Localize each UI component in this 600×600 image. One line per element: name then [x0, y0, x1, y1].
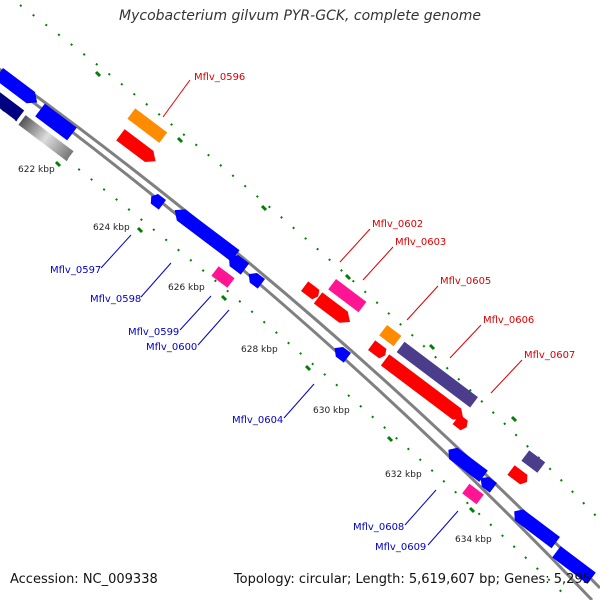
callout-line-0596: [162, 79, 191, 118]
callout-line-0597: [100, 234, 132, 269]
cds-slate-0607[interactable]: [521, 450, 546, 473]
cds-blue-bottom-b[interactable]: [552, 546, 596, 584]
tick-label: 628 kbp: [241, 345, 278, 355]
callout-line-0604: [283, 383, 315, 419]
gene-label-minus[interactable]: Mflv_0597: [50, 265, 101, 276]
callout-line-0609: [427, 510, 459, 546]
callout-line-0605: [406, 285, 439, 321]
tick-label: 632 kbp: [385, 470, 422, 480]
tick-labels: 622 kbp 624 kbp 626 kbp 628 kbp 630 kbp …: [18, 165, 492, 545]
major-tick: [468, 506, 476, 514]
cds-blue-0597[interactable]: [148, 192, 166, 210]
plus-strand-features: [116, 108, 546, 487]
gene-label-minus[interactable]: Mflv_0609: [375, 542, 426, 553]
cds-red-0607-b[interactable]: [507, 465, 530, 487]
cds-blue-0608-b[interactable]: [477, 473, 497, 493]
callout-line-0602: [339, 228, 371, 263]
cds-red-0606[interactable]: [380, 354, 468, 424]
callout-line-0599: [179, 295, 212, 331]
callout-line-0608: [404, 489, 437, 526]
cds-blue-0598[interactable]: [170, 205, 240, 262]
cds-orange-0596[interactable]: [127, 108, 168, 143]
cds-blue-0604[interactable]: [331, 343, 351, 363]
major-tick: [344, 273, 352, 281]
callout-line-0606: [449, 324, 482, 359]
cds-navy-top[interactable]: [0, 86, 25, 121]
callout-line-0598: [140, 262, 172, 298]
accession-text: Accession: NC_009338: [10, 572, 158, 587]
tick-tracks-major: [54, 70, 518, 514]
gene-label-minus[interactable]: Mflv_0604: [232, 415, 283, 426]
tick-label: 622 kbp: [18, 165, 55, 175]
major-tick: [136, 226, 144, 234]
major-tick: [176, 136, 184, 144]
gene-label-plus[interactable]: Mflv_0603: [395, 237, 446, 248]
gene-label-minus[interactable]: Mflv_0608: [353, 522, 404, 533]
tick-track-inner: [0, 106, 571, 600]
major-tick: [94, 70, 102, 78]
callout-line-0607: [490, 359, 523, 394]
gene-labels: Mflv_0596 Mflv_0602 Mflv_0603 Mflv_0605 …: [50, 72, 575, 553]
callout-line-0603: [362, 246, 394, 281]
cds-blue-top-b[interactable]: [35, 103, 77, 141]
backbone-outer: [0, 67, 600, 590]
cds-red-0596[interactable]: [116, 129, 160, 167]
tick-label: 634 kbp: [455, 535, 492, 545]
major-tick: [220, 294, 228, 302]
cds-blue-0608[interactable]: [444, 444, 488, 482]
cds-red-0605-a[interactable]: [368, 340, 389, 360]
gene-label-minus[interactable]: Mflv_0599: [128, 327, 179, 338]
minus-strand-features: [0, 67, 596, 584]
cds-blue-0600[interactable]: [245, 269, 265, 289]
callout-line-0600: [197, 309, 230, 346]
backbone-inner: [0, 75, 594, 600]
genome-backbone: [0, 67, 600, 600]
cds-red-0603-b[interactable]: [313, 292, 354, 327]
cds-grey-top[interactable]: [18, 115, 74, 161]
major-tick: [54, 160, 62, 168]
cds-blue-bottom-a[interactable]: [510, 506, 560, 549]
cds-orange-0605[interactable]: [379, 324, 402, 347]
major-tick: [386, 435, 394, 443]
cds-magenta-0599[interactable]: [211, 266, 235, 288]
major-tick: [304, 364, 312, 372]
gene-label-plus[interactable]: Mflv_0596: [194, 72, 245, 83]
tick-label: 630 kbp: [313, 406, 350, 416]
map-title: Mycobacterium gilvum PYR-GCK, complete g…: [119, 8, 481, 24]
tick-label: 624 kbp: [93, 223, 130, 233]
cds-magenta-0602[interactable]: [328, 278, 367, 313]
cds-red-0607-a[interactable]: [452, 414, 471, 432]
cds-red-0603-a[interactable]: [301, 281, 322, 301]
cds-slate-0606[interactable]: [396, 341, 478, 408]
major-tick: [260, 204, 268, 212]
gene-label-minus[interactable]: Mflv_0600: [146, 342, 197, 353]
cds-blue-top-a[interactable]: [0, 67, 41, 108]
major-tick: [510, 415, 518, 423]
gene-label-plus[interactable]: Mflv_0607: [524, 350, 575, 361]
gene-label-plus[interactable]: Mflv_0602: [372, 219, 423, 230]
genome-summary-text: Topology: circular; Length: 5,619,607 bp…: [233, 572, 591, 587]
tick-label: 626 kbp: [168, 283, 205, 293]
gene-label-plus[interactable]: Mflv_0605: [440, 276, 491, 287]
gene-label-minus[interactable]: Mflv_0598: [90, 294, 141, 305]
cds-magenta-0609[interactable]: [462, 483, 484, 505]
cds-blue-0599[interactable]: [225, 251, 250, 275]
callout-lines: [100, 79, 523, 546]
gene-label-plus[interactable]: Mflv_0606: [483, 315, 534, 326]
tick-track-outer: [19, 4, 600, 521]
major-tick: [428, 343, 436, 351]
